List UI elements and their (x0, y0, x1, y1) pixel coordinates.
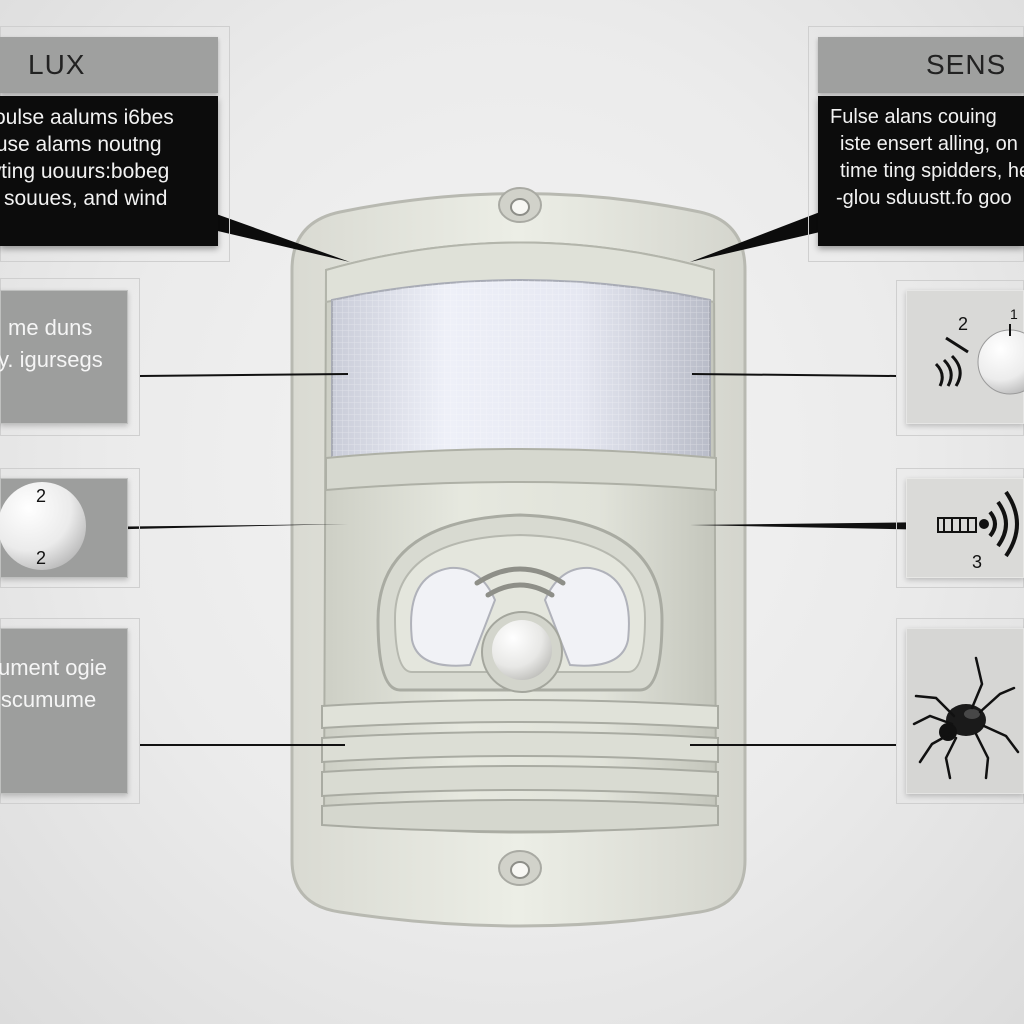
left-box-3: ument ogie iscumume (0, 628, 128, 794)
left-box3-line-2: iscumume (0, 687, 97, 712)
leader-line-callout-left (205, 210, 350, 262)
spider-icon (912, 656, 1020, 780)
knob-number-top: 2 (36, 486, 47, 506)
left-box1-line-1: me duns (8, 315, 93, 340)
left-callout-line-2: fuse alams noutng (0, 133, 162, 156)
leader-line-right-2 (690, 522, 940, 530)
left-box3-line-1: ument ogie (0, 655, 107, 680)
left-callout-line-3: wting uouurs:bobeg (0, 160, 170, 183)
left-header-label: LUX (28, 49, 86, 80)
dial-number-1: 1 (1010, 306, 1018, 322)
left-box1-line-2: y. igursegs (0, 347, 103, 372)
left-callout-line-4: souues, and wind (4, 187, 168, 210)
left-callout: oulse aalums i6bes fuse alams noutng wti… (0, 96, 218, 246)
leader-line-left-1 (139, 373, 349, 377)
right-header-label: SENS (926, 49, 1007, 80)
right-callout-line-4: -glou sduustt.fo goo (836, 187, 1012, 209)
leader-line-left-2 (88, 524, 348, 530)
right-box-2: 3 (906, 478, 1024, 578)
knob-icon (0, 482, 86, 570)
dial-number-2: 2 (958, 314, 969, 334)
wireless-signal-icon (937, 490, 1019, 558)
leader-line-callout-right (690, 212, 820, 262)
leader-line-right-1 (691, 373, 897, 377)
left-box-1: me duns y. igursegs (0, 290, 128, 424)
right-callout-line-3: time ting spidders, he (840, 160, 1024, 182)
right-callout-line-2: iste ensert alling, on (840, 133, 1018, 155)
signal-number: 3 (972, 552, 983, 572)
right-callout-line-1: Fulse alans couing (830, 106, 997, 128)
left-callout-line-1: oulse aalums i6bes (0, 106, 174, 129)
left-box-2: 2 2 (0, 478, 128, 578)
right-box-3 (906, 628, 1024, 794)
right-box-1: 2 1 (906, 290, 1024, 424)
left-header: LUX (0, 37, 218, 93)
knob-number-bottom: 2 (36, 548, 47, 568)
right-header: SENS (818, 37, 1024, 93)
right-callout: Fulse alans couing iste ensert alling, o… (818, 96, 1024, 246)
dial-icon (934, 324, 1024, 395)
